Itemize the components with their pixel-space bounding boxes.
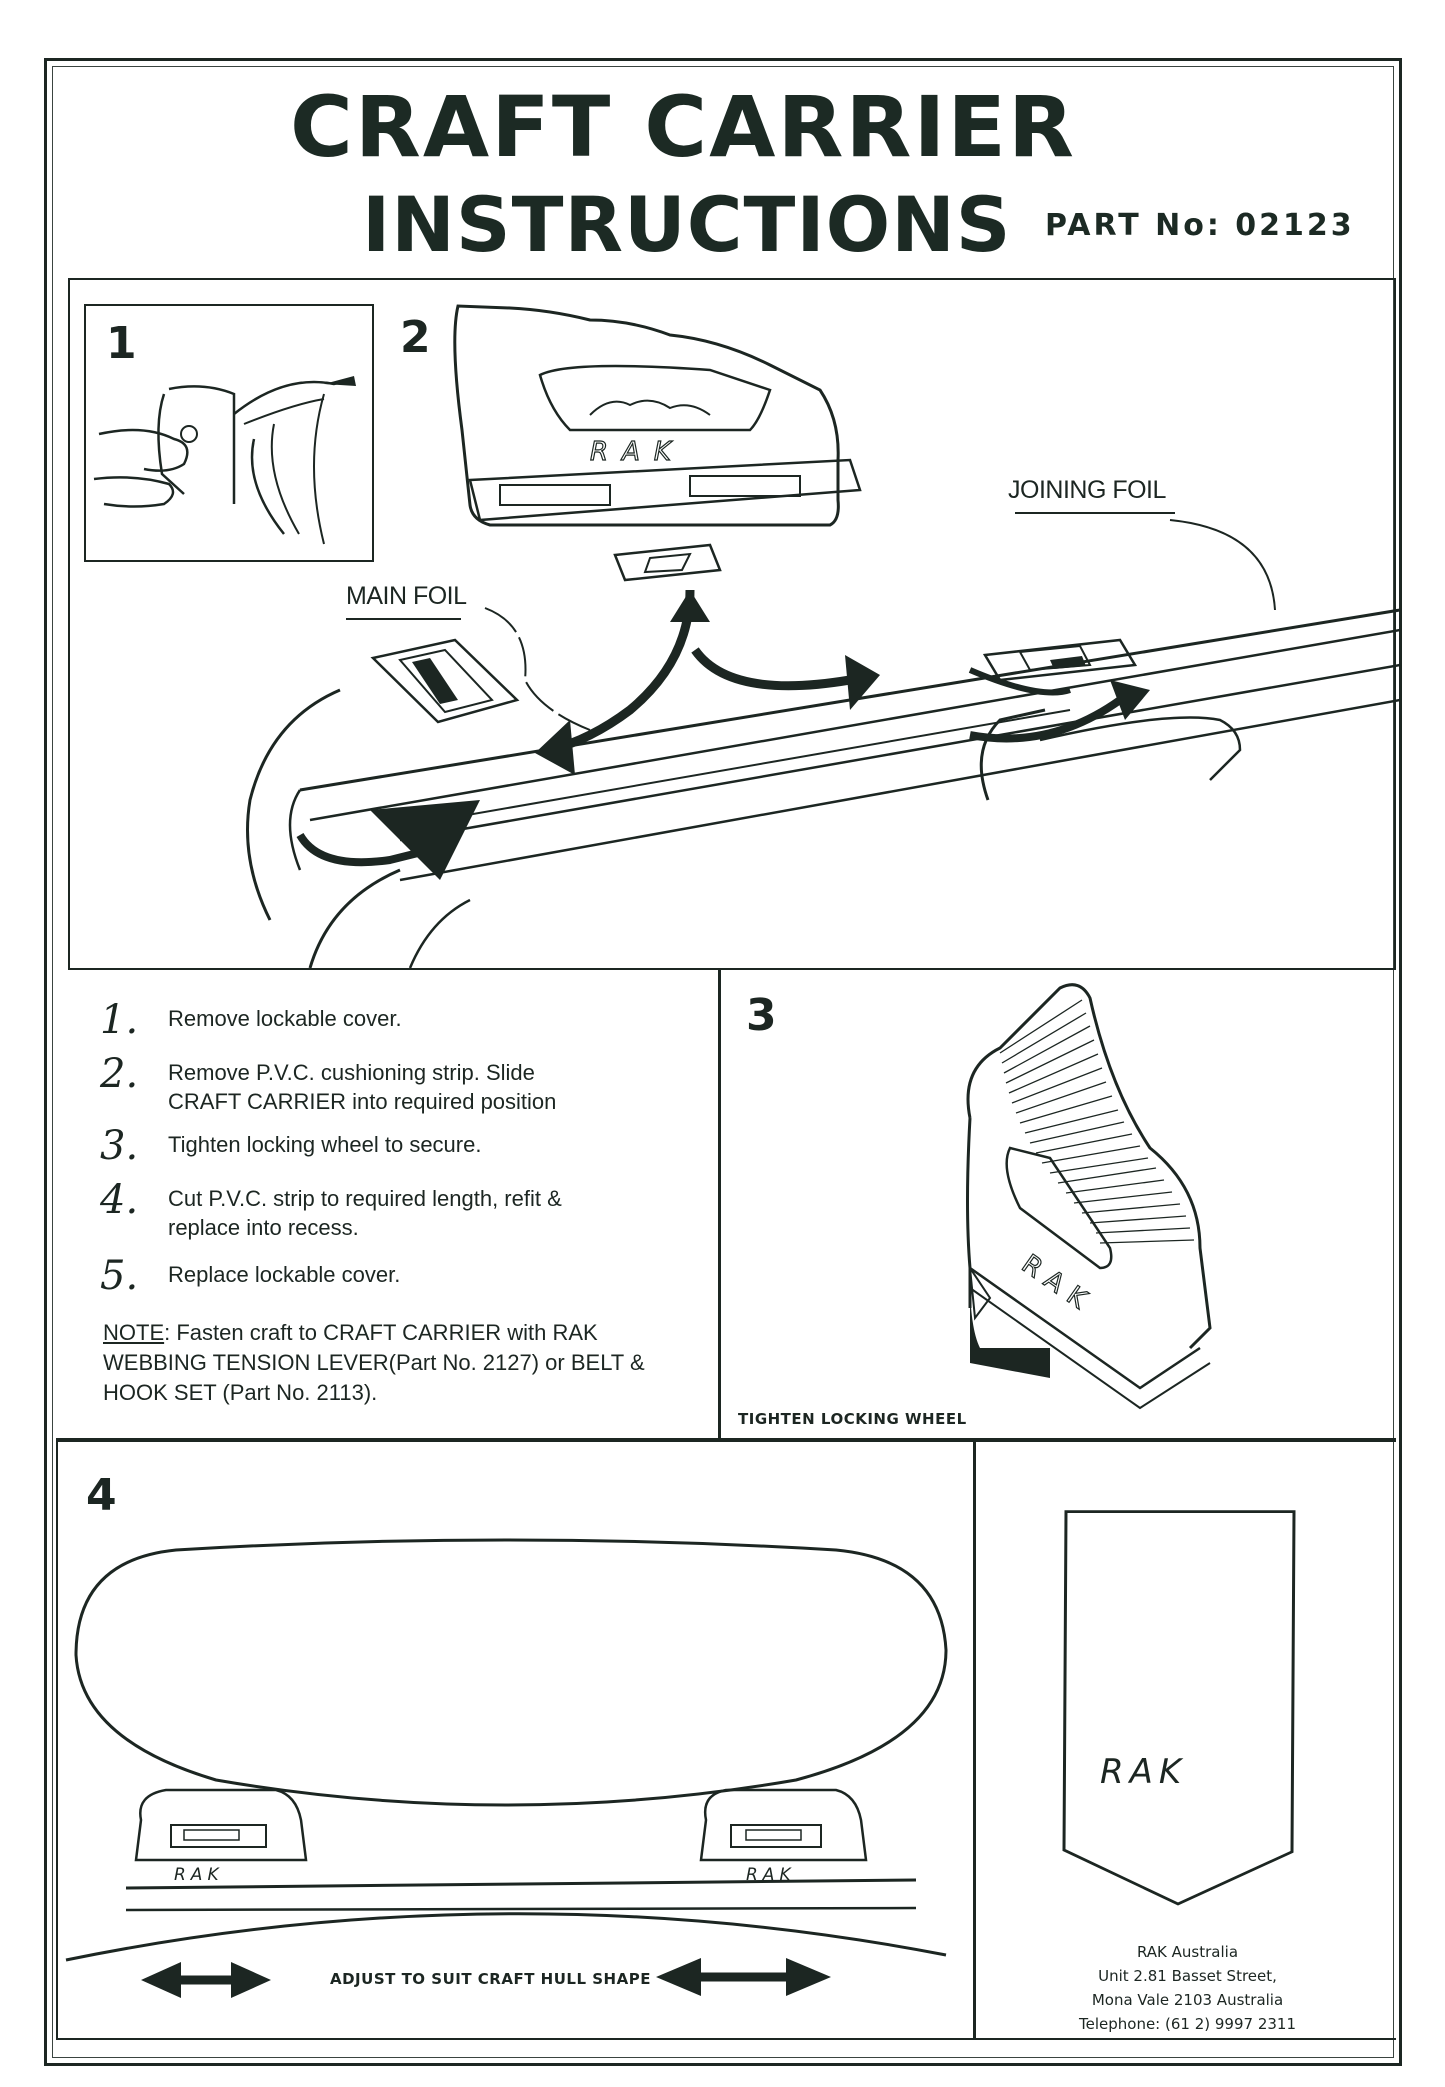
page-border-inner bbox=[52, 66, 1394, 2058]
step-text: Tighten locking wheel to secure. bbox=[168, 1132, 482, 1157]
step-item: 1. Remove lockable cover. bbox=[100, 1000, 700, 1040]
figure-panel-top bbox=[68, 278, 1396, 970]
main-foil-underline bbox=[346, 618, 461, 620]
figure-2-illustration-carrier-on-roof-bar: RAK bbox=[246, 304, 1401, 969]
adjust-arrow-left-icon bbox=[141, 1962, 271, 1998]
note-text: NOTE: Fasten craft to CRAFT CARRIER with… bbox=[103, 1318, 703, 1408]
step-text: Replace lockable cover. bbox=[168, 1262, 401, 1287]
document-title: CRAFT CARRIER bbox=[290, 78, 1077, 176]
carrier-left-rak-mark: RAK bbox=[174, 1865, 224, 1885]
figure-2-number: 2 bbox=[400, 312, 431, 363]
figure-1-inset bbox=[84, 304, 374, 562]
step-number: 2. bbox=[100, 1051, 139, 1097]
bottom-divider bbox=[973, 1440, 976, 2040]
rak-logo: RAK bbox=[1100, 1752, 1188, 1792]
step-text: Remove lockable cover. bbox=[168, 1006, 402, 1031]
carrier-rak-mark: RAK bbox=[590, 437, 685, 467]
figure-panel-bottom bbox=[56, 1440, 1396, 2040]
figure-3-number: 3 bbox=[746, 990, 777, 1041]
step-number: 3. bbox=[100, 1123, 139, 1169]
rak-pennant-logo-frame bbox=[1062, 1510, 1296, 1906]
company-name: RAK Australia bbox=[1136, 1943, 1239, 1961]
step-number: 1. bbox=[100, 997, 139, 1043]
joining-foil-underline bbox=[1015, 512, 1175, 514]
document-subtitle: INSTRUCTIONS bbox=[362, 180, 1012, 269]
address-line-2: Mona Vale 2103 Australia bbox=[1091, 1991, 1284, 2009]
steps-list: 1. Remove lockable cover. 2. Remove P.V.… bbox=[100, 1000, 700, 1310]
figure-3-illustration-carrier-locking-wheel: RAK bbox=[966, 983, 1212, 1410]
address-line-1: Unit 2.81 Basset Street, bbox=[1098, 1967, 1277, 1985]
figure-4-number: 4 bbox=[86, 1470, 117, 1521]
figure-4-caption: ADJUST TO SUIT CRAFT HULL SHAPE bbox=[330, 1970, 651, 1988]
company-address: RAK Australia Unit 2.81 Basset Street, M… bbox=[1020, 1940, 1355, 2036]
instructions-divider bbox=[718, 968, 721, 1438]
figure-1-illustration-hand-removing-cover bbox=[93, 376, 356, 545]
step-text: Remove P.V.C. cushioning strip. Slide CR… bbox=[168, 1060, 557, 1114]
main-foil-label: MAIN FOIL bbox=[346, 582, 467, 610]
step-item: 4. Cut P.V.C. strip to required length, … bbox=[100, 1180, 700, 1242]
step-item: 2. Remove P.V.C. cushioning strip. Slide… bbox=[100, 1054, 700, 1116]
telephone: Telephone: (61 2) 9997 2311 bbox=[1079, 2015, 1296, 2033]
step-item: 3. Tighten locking wheel to secure. bbox=[100, 1126, 700, 1166]
figure-4-illustration-hull-on-carriers: RAK RAK bbox=[65, 1538, 948, 1998]
step-item: 5. Replace lockable cover. bbox=[100, 1256, 700, 1296]
instructions-panel bbox=[56, 968, 1396, 1440]
step-number: 5. bbox=[100, 1253, 139, 1299]
figure-1-number: 1 bbox=[106, 318, 137, 369]
note-label: NOTE bbox=[103, 1320, 165, 1345]
note-body: : Fasten craft to CRAFT CARRIER with RAK… bbox=[103, 1320, 645, 1405]
page-border-outer bbox=[44, 58, 1402, 2066]
adjust-arrow-right-icon bbox=[656, 1958, 831, 1996]
step-text: Cut P.V.C. strip to required length, ref… bbox=[168, 1186, 562, 1240]
step-number: 4. bbox=[100, 1177, 139, 1223]
part-number: PART No: 02123 bbox=[1045, 208, 1355, 243]
figure-3-caption: TIGHTEN LOCKING WHEEL bbox=[738, 1410, 967, 1428]
joining-foil-label: JOINING FOIL bbox=[1008, 476, 1166, 504]
